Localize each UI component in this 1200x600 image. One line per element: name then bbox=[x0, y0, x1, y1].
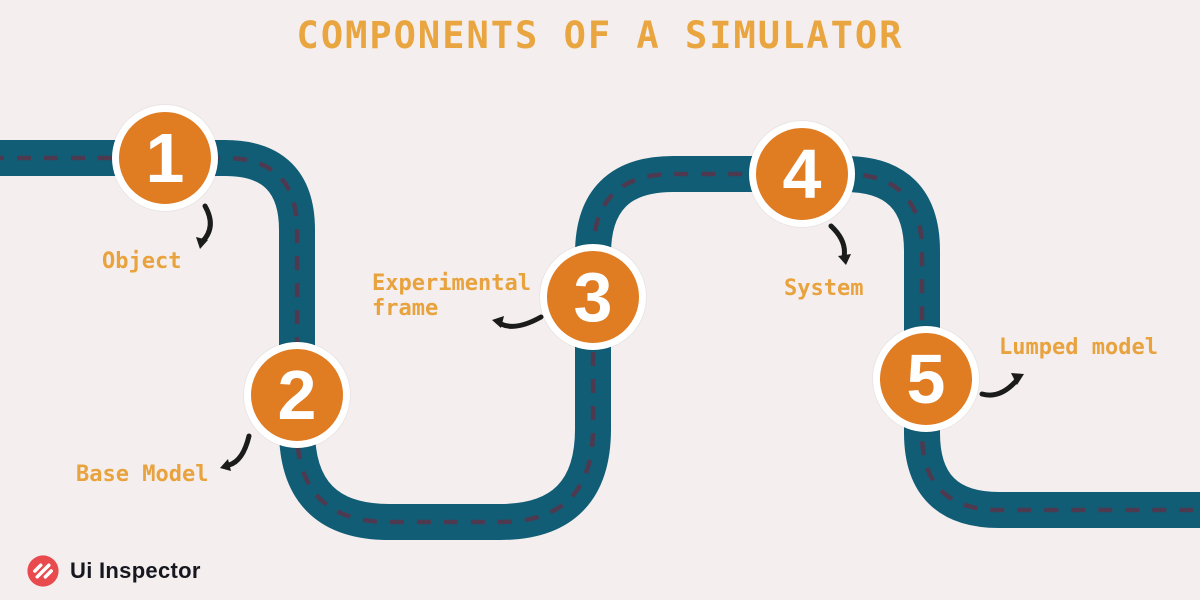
step-circle-1: 1 bbox=[112, 105, 218, 211]
curved-arrow-icon-step2 bbox=[220, 433, 252, 471]
step-number-1: 1 bbox=[145, 119, 185, 197]
brand-name: Ui Inspector bbox=[70, 558, 201, 583]
step-label-base-model: Base Model bbox=[76, 462, 209, 487]
curved-arrow-icon-step5 bbox=[979, 373, 1024, 398]
curved-arrow-icon-step4 bbox=[828, 223, 851, 265]
brand-logo: Ui Inspector bbox=[26, 553, 201, 589]
step-circle-3: 3 bbox=[540, 244, 646, 350]
step-label-lumped-model: Lumped model bbox=[999, 335, 1158, 360]
step-label-system: System bbox=[784, 276, 864, 301]
step-circle-2: 2 bbox=[244, 342, 350, 448]
curved-arrow-icon-step3 bbox=[492, 314, 544, 329]
step-label-experimental-frame: Experimental frame bbox=[372, 271, 545, 321]
step-number-5: 5 bbox=[906, 340, 946, 418]
page-title: COMPONENTS OF A SIMULATOR bbox=[296, 14, 904, 57]
brand-stripes-icon bbox=[27, 555, 59, 587]
step-circle-4: 4 bbox=[749, 121, 855, 227]
curved-arrow-icon-step1 bbox=[196, 203, 213, 249]
step-number-4: 4 bbox=[782, 135, 822, 213]
step-circle-5: 5 bbox=[873, 326, 979, 432]
road-center-dash-icon bbox=[0, 155, 1200, 525]
step-number-3: 3 bbox=[573, 258, 613, 336]
step-label-object: Object bbox=[102, 249, 182, 274]
step-number-2: 2 bbox=[277, 356, 317, 434]
